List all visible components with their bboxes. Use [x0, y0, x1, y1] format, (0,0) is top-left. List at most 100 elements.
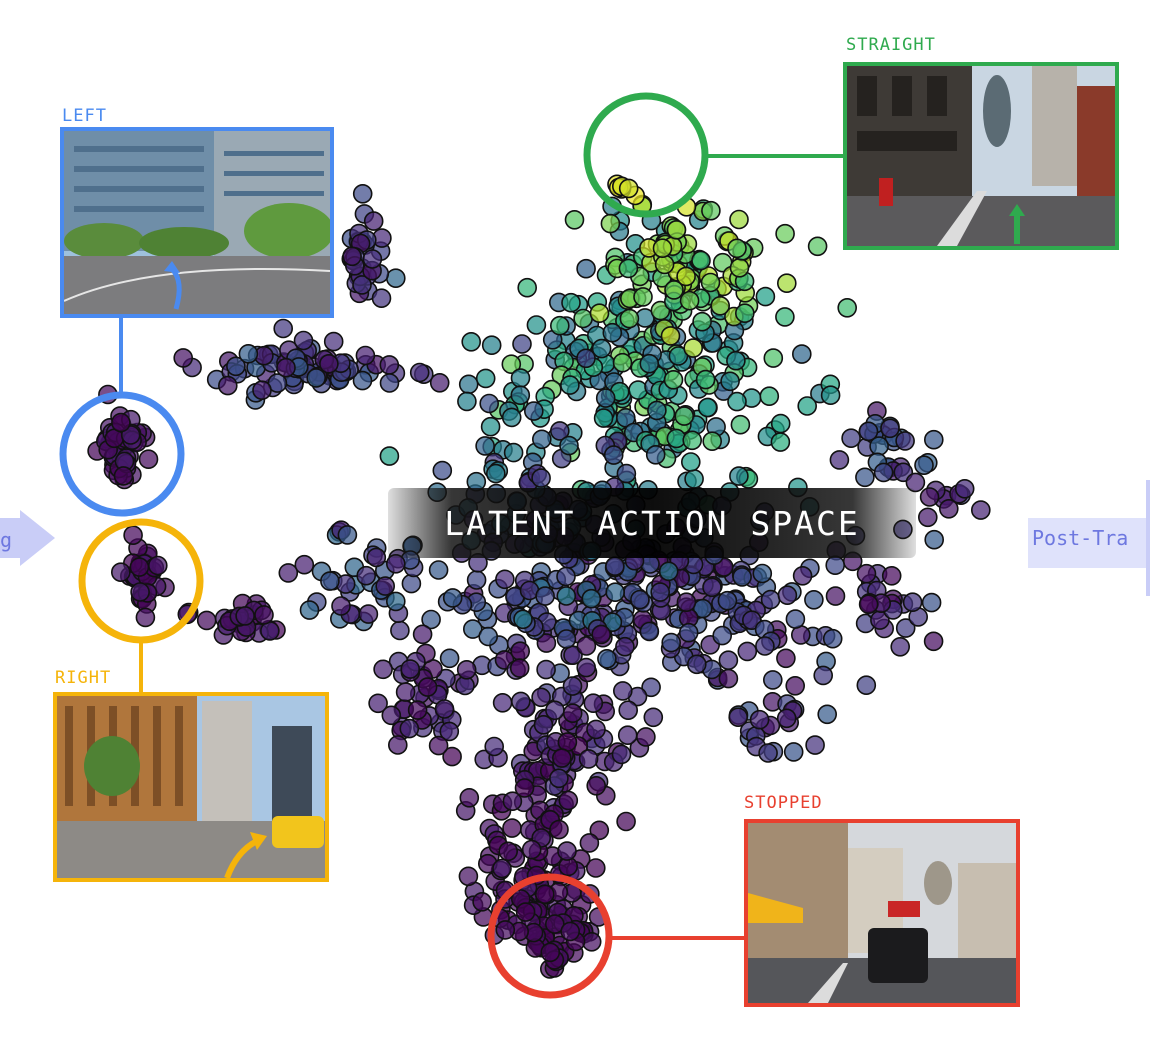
scatter-point — [586, 719, 606, 740]
left-side-text: g — [0, 528, 13, 552]
scatter-point — [557, 841, 577, 861]
scatter-point — [749, 709, 770, 730]
scatter-point — [755, 286, 776, 307]
scatter-point — [616, 811, 636, 832]
scatter-point — [628, 380, 648, 400]
scatter-point — [379, 355, 400, 375]
scatter-point — [658, 561, 679, 582]
scatter-point — [825, 586, 846, 606]
scatter-point — [680, 452, 701, 472]
scatter-point — [278, 563, 299, 583]
scatter-point — [605, 556, 625, 577]
scatter-point — [417, 677, 438, 697]
scatter-point — [536, 633, 557, 653]
scatter-point — [564, 210, 585, 230]
scatter-point — [645, 444, 666, 465]
scatter-point — [123, 525, 143, 546]
scatter-point — [611, 744, 632, 765]
scatter-point — [686, 654, 707, 675]
scatter-point — [481, 335, 502, 356]
scatter-point — [807, 236, 828, 257]
scatter-point — [880, 418, 900, 439]
scatter-point — [252, 380, 272, 401]
scatter-point — [456, 659, 477, 680]
scatter-point — [458, 374, 479, 395]
scatter-point — [352, 275, 372, 295]
scatter-point — [385, 268, 406, 289]
scatter-point — [727, 238, 747, 259]
scatter-point — [421, 609, 441, 630]
scatter-point — [730, 414, 751, 435]
scatter-point — [777, 585, 798, 606]
scatter-point — [578, 749, 599, 769]
scatter-point — [562, 703, 583, 724]
scatter-point — [858, 421, 879, 442]
scatter-point — [549, 819, 569, 840]
scatter-point — [379, 446, 400, 466]
scatter-point — [954, 478, 975, 499]
straight-label: STRAIGHT — [846, 35, 936, 55]
scatter-point — [515, 902, 536, 922]
scatter-point — [129, 557, 150, 577]
scatter-point — [593, 408, 614, 428]
scatter-point — [501, 354, 522, 375]
scatter-point — [618, 178, 639, 199]
cluster-connectors — [119, 154, 846, 940]
scatter-point — [726, 350, 746, 371]
scatter-point — [783, 742, 804, 762]
scatter-point — [573, 308, 593, 329]
scatter-point — [825, 555, 846, 576]
scatter-point — [514, 778, 535, 798]
scatter-point — [531, 468, 551, 488]
scatter-point — [829, 450, 850, 470]
scatter-point — [484, 736, 505, 757]
scatter-point — [674, 406, 695, 426]
scatter-point — [432, 460, 453, 481]
scatter-point — [895, 431, 915, 451]
scatter-point — [683, 338, 704, 358]
left-turn-photo — [60, 127, 334, 318]
scatter-point — [822, 628, 843, 649]
scatter-point — [666, 220, 687, 240]
scatter-point — [111, 562, 131, 583]
scatter-point — [712, 625, 733, 646]
scatter-point — [855, 467, 875, 488]
scatter-point — [797, 396, 818, 416]
scatter-point — [458, 866, 479, 887]
scatter-point — [556, 629, 577, 649]
scatter-point — [556, 566, 576, 587]
scatter-point — [400, 659, 421, 679]
scatter-point — [581, 931, 602, 952]
scatter-point — [770, 413, 791, 434]
scatter-point — [502, 791, 523, 812]
scatter-point — [734, 303, 755, 324]
scatter-point — [605, 582, 626, 603]
scatter-point — [763, 348, 784, 368]
scatter-point — [356, 565, 377, 586]
right-turn-photo — [53, 692, 329, 882]
scatter-point — [545, 700, 565, 721]
scatter-point — [395, 682, 416, 702]
scatter-point — [375, 576, 396, 596]
scatter-point — [729, 466, 749, 486]
scatter-point — [718, 650, 739, 671]
scatter-point — [591, 624, 612, 645]
scatter-point — [510, 385, 531, 406]
scatter-point — [358, 604, 379, 624]
scatter-point — [276, 357, 296, 378]
scatter-point — [881, 565, 902, 586]
scatter-point — [226, 356, 246, 377]
scatter-point — [600, 213, 621, 234]
scatter-point — [758, 743, 778, 763]
scatter-point — [737, 641, 758, 662]
scatter-point — [531, 687, 551, 708]
scatter-point — [639, 353, 660, 374]
scatter-point — [363, 211, 384, 231]
scatter-point — [521, 839, 542, 860]
scatter-point — [921, 592, 942, 613]
scatter-point — [475, 436, 495, 456]
scatter-point — [676, 266, 696, 287]
scatter-point — [817, 704, 838, 725]
scatter-point — [728, 707, 749, 728]
scatter-point — [173, 348, 193, 368]
